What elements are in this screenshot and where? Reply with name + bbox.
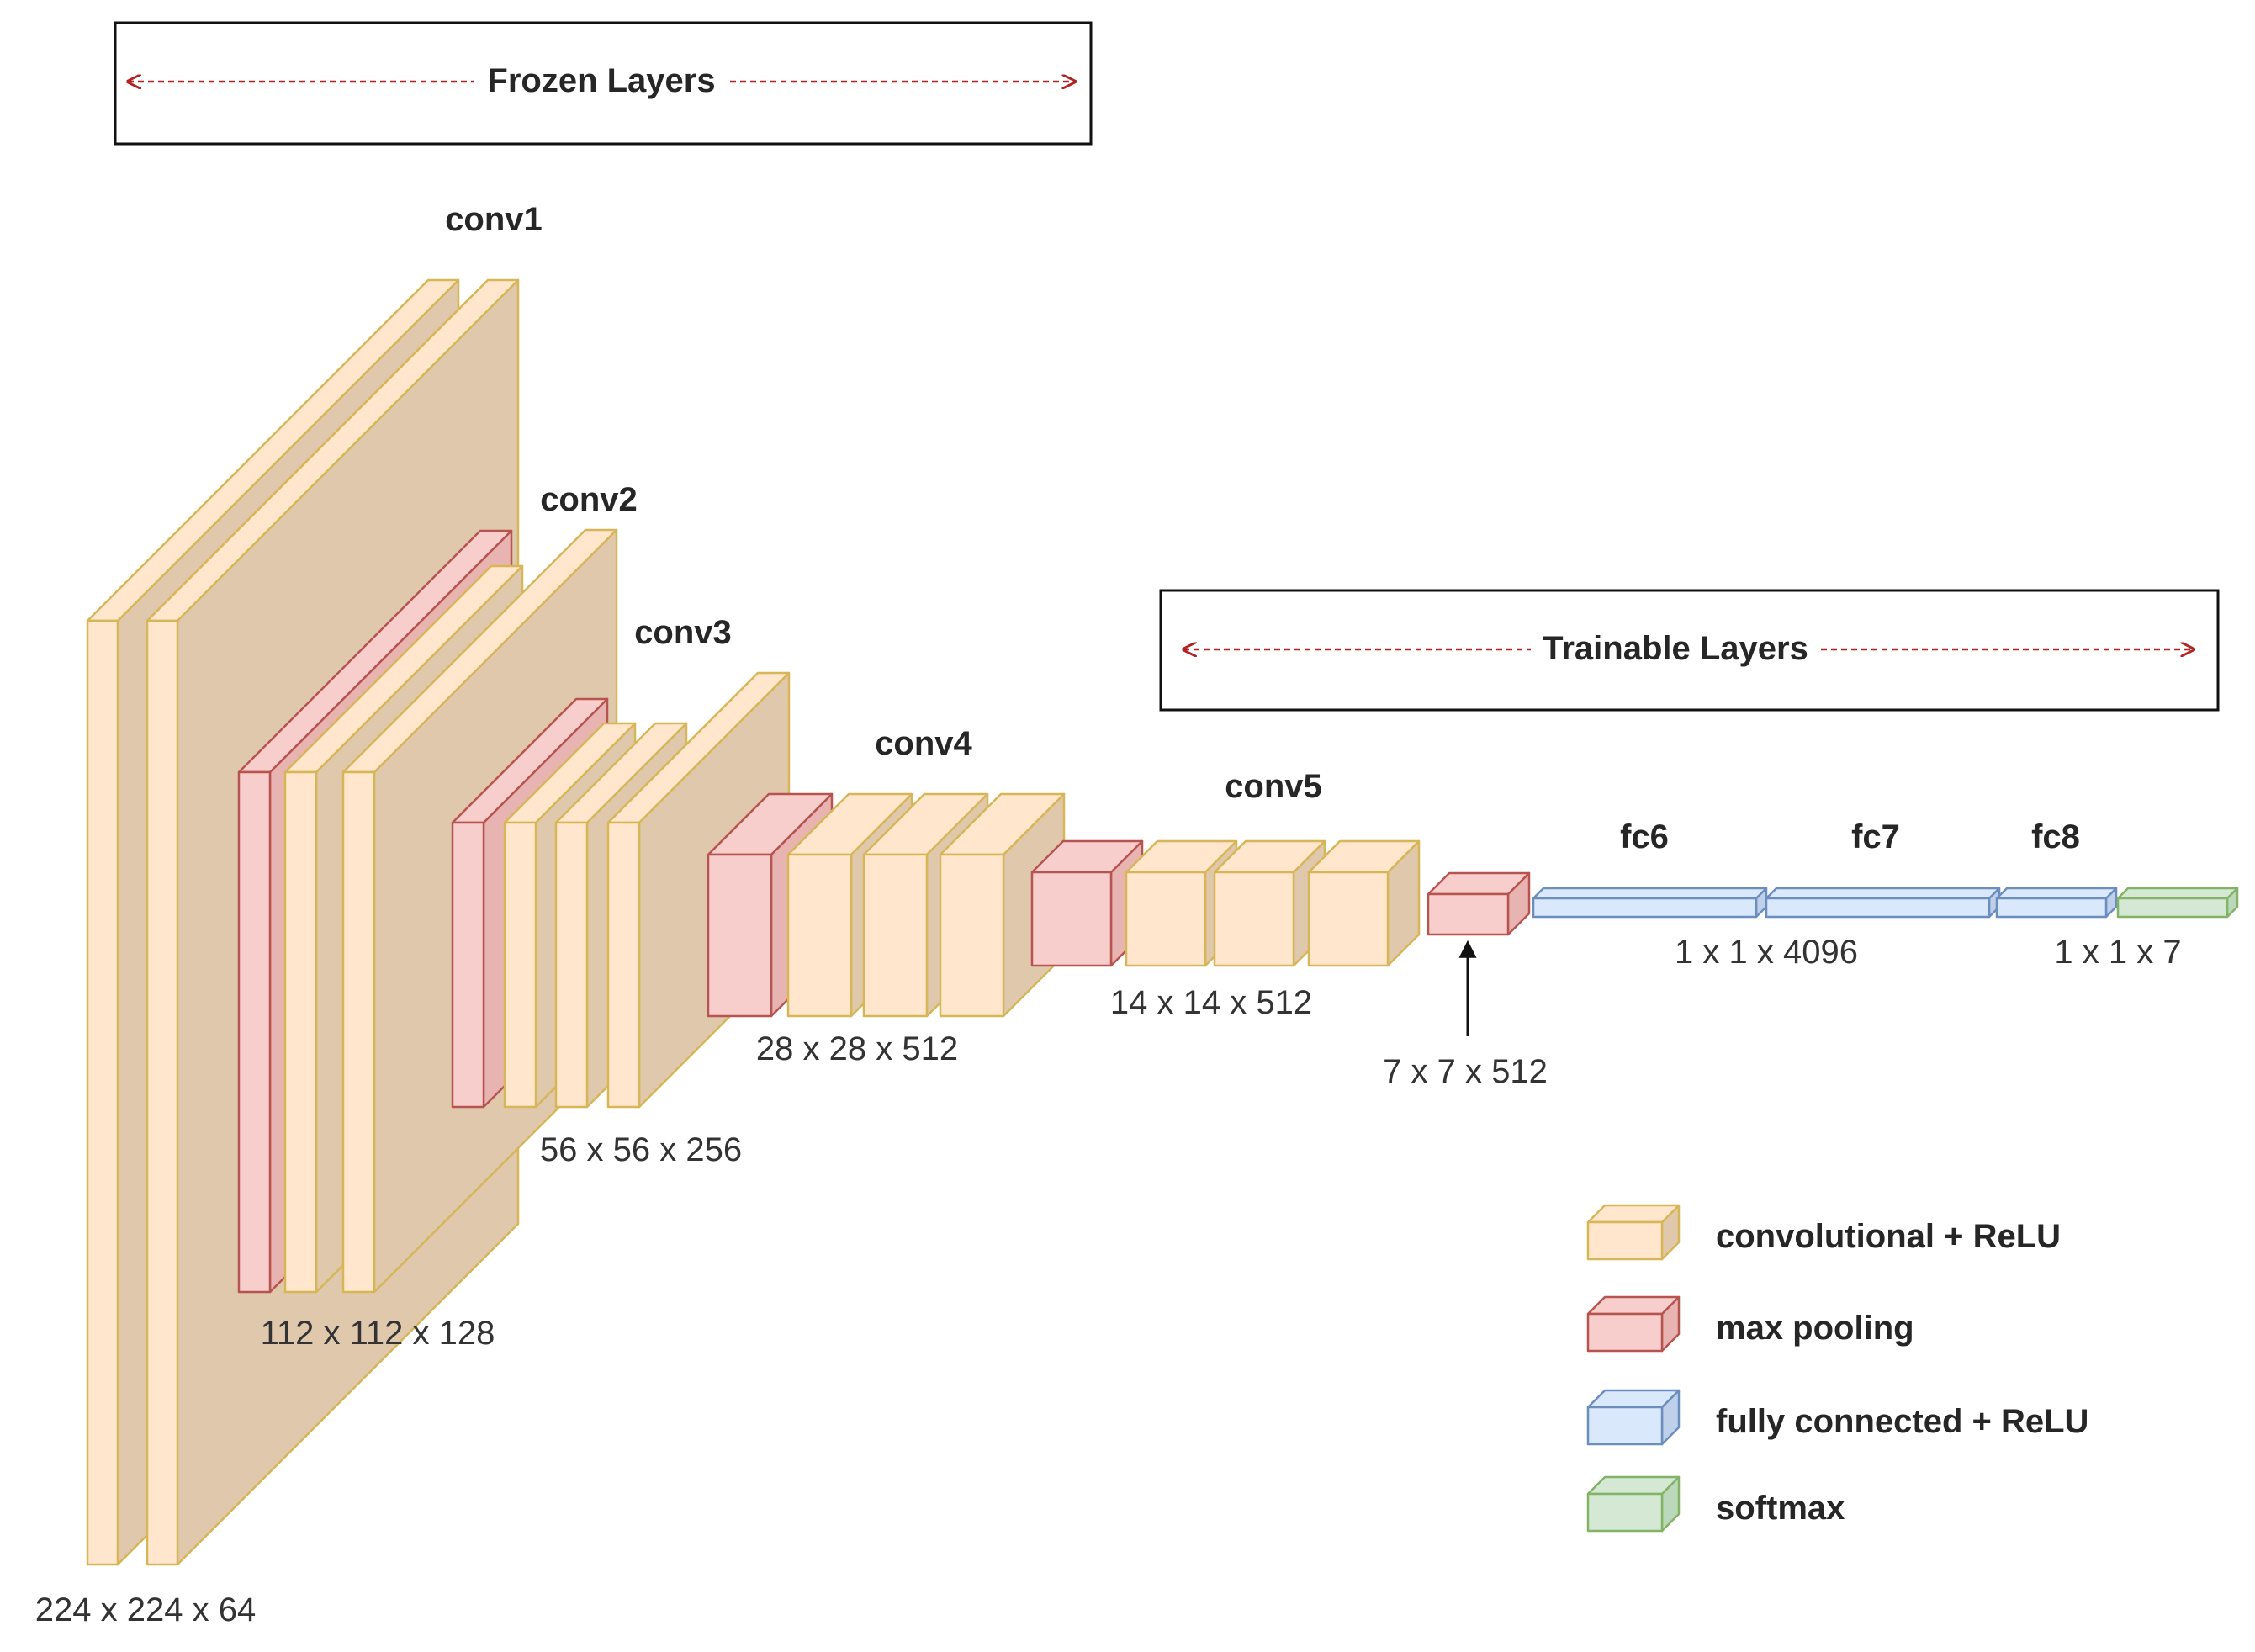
- legend-pool-icon-top: [1586, 1295, 1681, 1316]
- conv2-layer-2-front: [341, 770, 376, 1294]
- trainable-layers-label: Trainable Layers: [1543, 630, 1808, 667]
- legend-label-conv: convolutional + ReLU: [1716, 1218, 2061, 1255]
- frozen-layers-box: Frozen Layers: [114, 21, 1093, 146]
- fc8-layer-top: [1995, 887, 2118, 900]
- fc6-layer-front: [1532, 897, 1758, 919]
- conv3-layer-2-front: [554, 821, 589, 1109]
- legend-label-soft: softmax: [1716, 1490, 1845, 1527]
- conv1-layer-2-front: [146, 619, 179, 1566]
- conv1-label: conv1: [445, 201, 543, 238]
- legend-pool-icon-front: [1586, 1312, 1664, 1353]
- conv5-layer-2-front: [1213, 871, 1295, 967]
- dim-7: 7 x 7 x 512: [1383, 1053, 1548, 1090]
- legend-softmax-icon-top: [1586, 1475, 1681, 1496]
- pool4-layer-front: [1030, 871, 1113, 967]
- trainable-layers-box: Trainable Layers: [1159, 589, 2220, 712]
- pool2-layer-front: [451, 821, 485, 1109]
- dim-4096: 1 x 1 x 4096: [1675, 934, 1858, 971]
- legend-conv-icon-front: [1586, 1220, 1664, 1261]
- legend-conv-icon: [1586, 1204, 1681, 1261]
- conv4-layer-1-front: [786, 853, 853, 1018]
- fc6-layer-top: [1532, 887, 1768, 900]
- pool5-layer-front: [1427, 892, 1510, 936]
- conv5-layer-1-front: [1125, 871, 1207, 967]
- legend-label-pool: max pooling: [1716, 1310, 1914, 1347]
- legend-fc-icon-front: [1586, 1406, 1664, 1446]
- conv4-label: conv4: [875, 725, 972, 762]
- legend-conv-icon-top: [1586, 1204, 1681, 1224]
- fc8-label: fc8: [2031, 818, 2080, 855]
- network-layers: [86, 278, 2239, 1566]
- fc6-layer: [1532, 887, 1768, 919]
- dim-28: 28 x 28 x 512: [756, 1030, 958, 1067]
- legend-softmax-icon-front: [1586, 1492, 1664, 1533]
- conv2-layer-1-front: [283, 770, 318, 1294]
- pool3-layer-front: [707, 853, 773, 1018]
- fc6-label: fc6: [1620, 818, 1669, 855]
- fc7-layer-top: [1765, 887, 2001, 900]
- dim-112: 112 x 112 x 128: [261, 1315, 495, 1352]
- frozen-layers-frame: [114, 21, 1093, 146]
- softmax-layer-front: [2116, 897, 2229, 919]
- legend-softmax-icon: [1586, 1475, 1681, 1533]
- softmax-layer-top: [2116, 887, 2239, 900]
- conv2-label: conv2: [540, 481, 638, 518]
- dim-224: 224 x 224 x 64: [35, 1591, 256, 1628]
- fc7-label: fc7: [1851, 818, 1900, 855]
- pool1-layer-front: [237, 770, 272, 1294]
- conv3-label: conv3: [634, 614, 732, 651]
- fc7-layer-front: [1765, 897, 1991, 919]
- legend: convolutional + ReLU max pooling fully con…: [1586, 1204, 2088, 1533]
- conv4-layer-2-front: [862, 853, 929, 1018]
- conv5-layer-3: [1307, 839, 1421, 967]
- conv1-layer-1-front: [86, 619, 119, 1566]
- conv5-layer-3-front: [1307, 871, 1390, 967]
- legend-fc-icon-top: [1586, 1389, 1681, 1409]
- dim-56: 56 x 56 x 256: [540, 1131, 742, 1168]
- conv3-layer-3-front: [606, 821, 641, 1109]
- softmax-layer: [2116, 887, 2239, 919]
- dim-output: 1 x 1 x 7: [2054, 934, 2181, 971]
- conv5-label: conv5: [1225, 768, 1322, 805]
- legend-fc-icon: [1586, 1389, 1681, 1446]
- dim-14: 14 x 14 x 512: [1110, 984, 1312, 1021]
- conv3-layer-1-front: [503, 821, 537, 1109]
- legend-pool-icon: [1586, 1295, 1681, 1353]
- fc8-layer-front: [1995, 897, 2108, 919]
- legend-label-fc: fully connected + ReLU: [1716, 1403, 2088, 1440]
- pool5-layer: [1427, 871, 1531, 936]
- fc8-layer: [1995, 887, 2118, 919]
- frozen-layers-label: Frozen Layers: [487, 62, 715, 99]
- conv4-layer-3-front: [939, 853, 1005, 1018]
- fc7-layer: [1765, 887, 2001, 919]
